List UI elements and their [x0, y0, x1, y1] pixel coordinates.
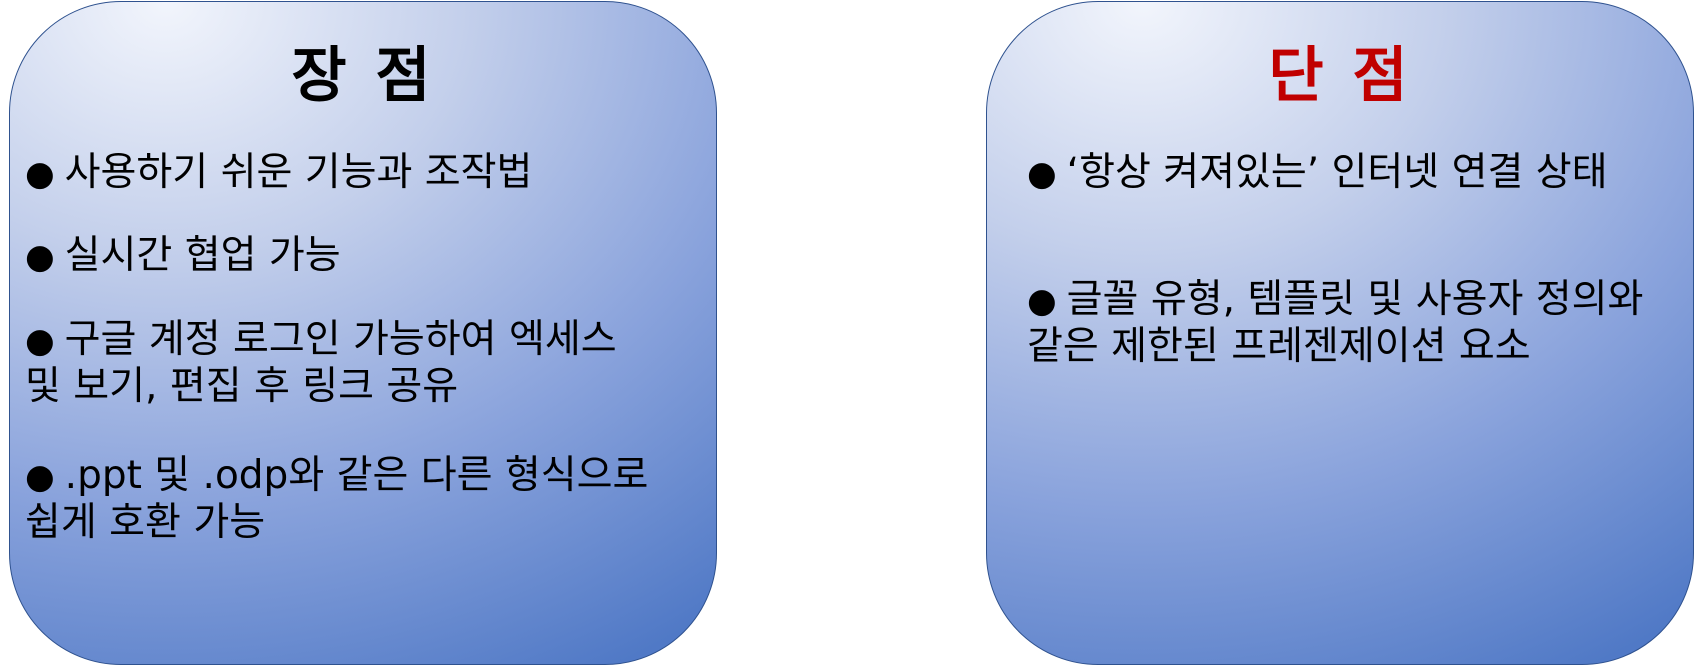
- bullet-icon: ●: [1027, 281, 1057, 321]
- bullet-icon: ●: [25, 321, 55, 361]
- pros-item-3: ●구글 계정 로그인 가능하여 엑세스 및 보기, 편집 후 링크 공유: [25, 317, 708, 409]
- pros-item-2: ●실시간 협업 가능: [25, 233, 708, 280]
- pros-item-4-text-line-2: 쉽게 호환 가능: [25, 500, 266, 545]
- cons-item-1-text: ‘항상 켜져있는’ 인터넷 연결 상태: [1066, 150, 1608, 195]
- pros-item-4: ●.ppt 및 .odp와 같은 다른 형식으로 쉽게 호환 가능: [25, 453, 708, 545]
- cons-item-2: ●글꼴 유형, 템플릿 및 사용자 정의와 같은 제한된 프레젠제이션 요소: [1027, 277, 1685, 369]
- bullet-icon: ●: [1027, 154, 1057, 194]
- bullet-icon: ●: [25, 237, 55, 277]
- pros-item-3-text-line-1: 구글 계정 로그인 가능하여 엑세스: [64, 317, 617, 362]
- pros-item-1-text: 사용하기 쉬운 기능과 조작법: [64, 150, 533, 195]
- bullet-icon: ●: [25, 457, 55, 497]
- cons-panel: 단 점 ●‘항상 켜져있는’ 인터넷 연결 상태 ●글꼴 유형, 템플릿 및 사…: [986, 1, 1694, 665]
- pros-item-3-text-line-2: 및 보기, 편집 후 링크 공유: [25, 364, 459, 409]
- cons-item-2-text-line-2: 같은 제한된 프레젠제이션 요소: [1027, 324, 1531, 369]
- pros-item-4-text-line-1: .ppt 및 .odp와 같은 다른 형식으로: [64, 453, 649, 498]
- bullet-icon: ●: [25, 154, 55, 194]
- cons-title: 단 점: [1268, 41, 1412, 111]
- pros-panel: 장 점 ●사용하기 쉬운 기능과 조작법 ●실시간 협업 가능 ●구글 계정 로…: [9, 1, 717, 665]
- pros-item-2-text: 실시간 협업 가능: [64, 233, 341, 278]
- cons-item-1: ●‘항상 켜져있는’ 인터넷 연결 상태: [1027, 150, 1685, 197]
- cons-item-2-text-line-1: 글꼴 유형, 템플릿 및 사용자 정의와: [1066, 277, 1644, 322]
- pros-item-1: ●사용하기 쉬운 기능과 조작법: [25, 150, 708, 197]
- pros-title: 장 점: [291, 41, 435, 111]
